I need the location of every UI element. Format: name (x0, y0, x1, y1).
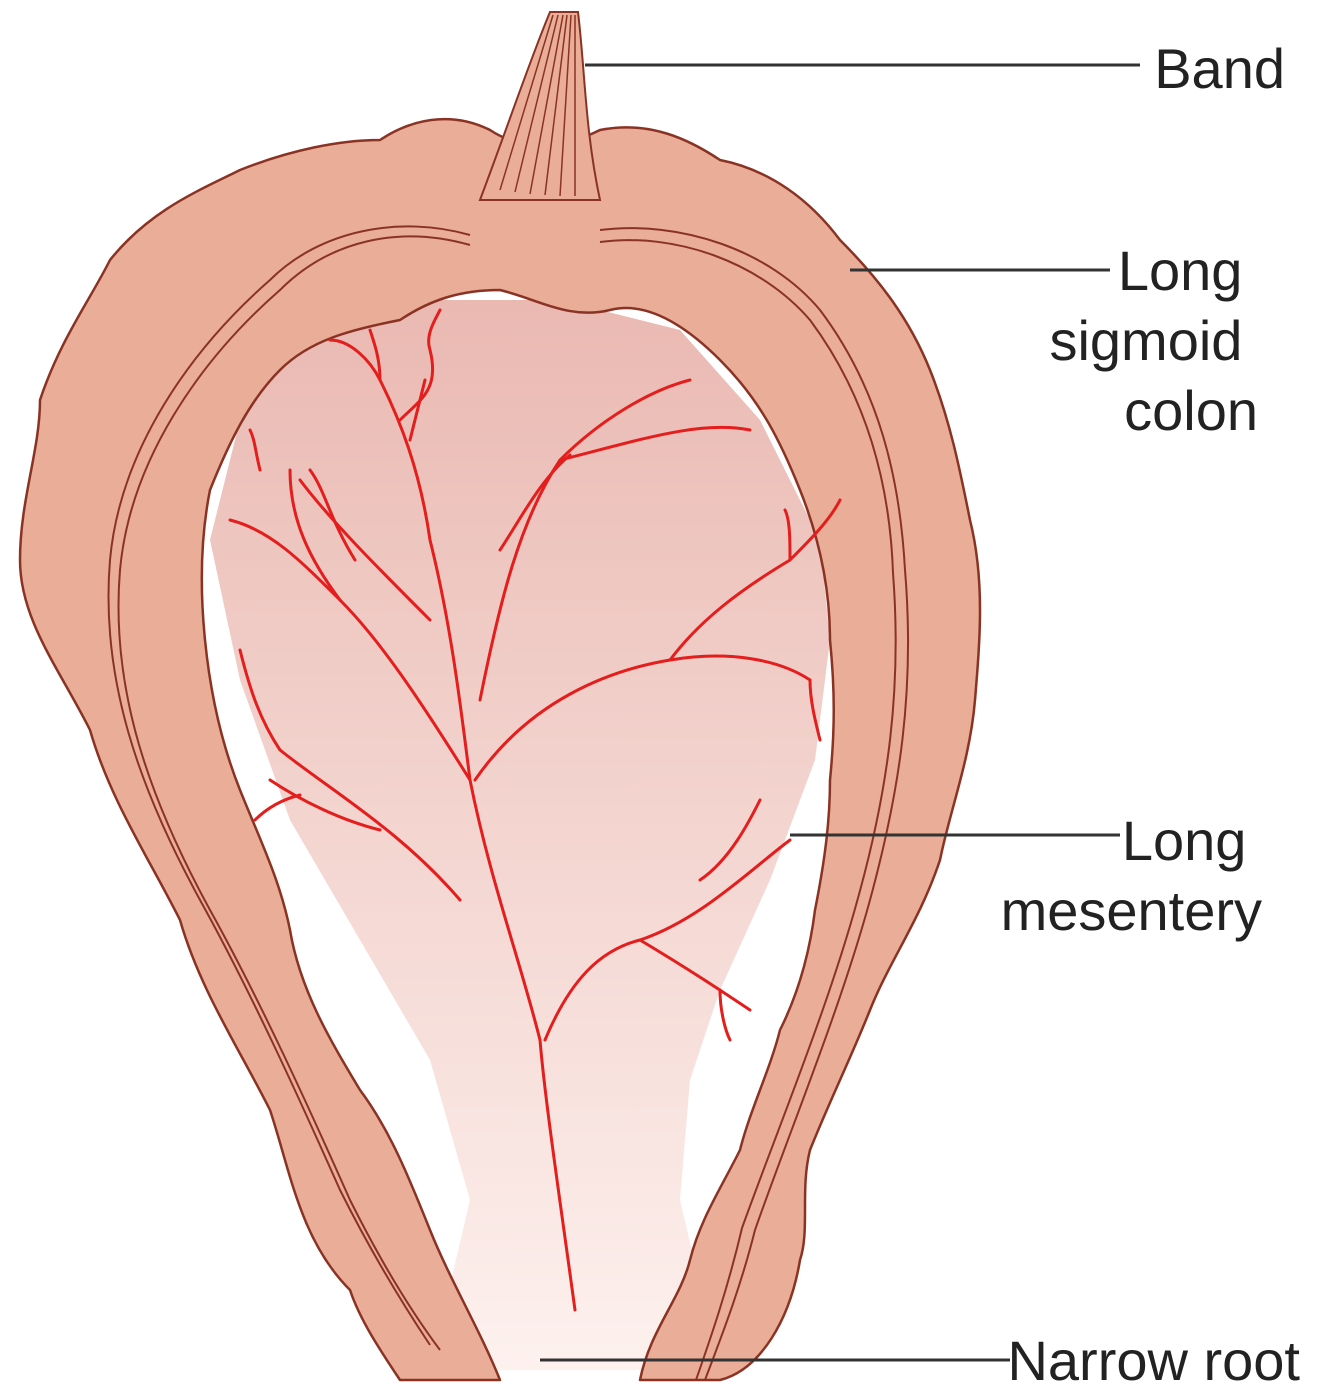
label-long-sigmoid-colon-line-3: colon (1124, 379, 1258, 442)
label-long-sigmoid-colon-line-1: Long (1118, 239, 1243, 302)
label-long-mesentery-line-1: Long (1122, 809, 1247, 872)
band (480, 12, 600, 200)
label-long-mesentery: Long mesentery (1001, 809, 1262, 942)
labels: Band Long sigmoid colon Long mesentery N… (1001, 37, 1301, 1386)
label-long-sigmoid-colon-line-2: sigmoid (1049, 309, 1242, 372)
label-long-mesentery-line-2: mesentery (1001, 879, 1262, 942)
label-narrow-root: Narrow root (1007, 1329, 1300, 1386)
label-band: Band (1154, 37, 1285, 100)
